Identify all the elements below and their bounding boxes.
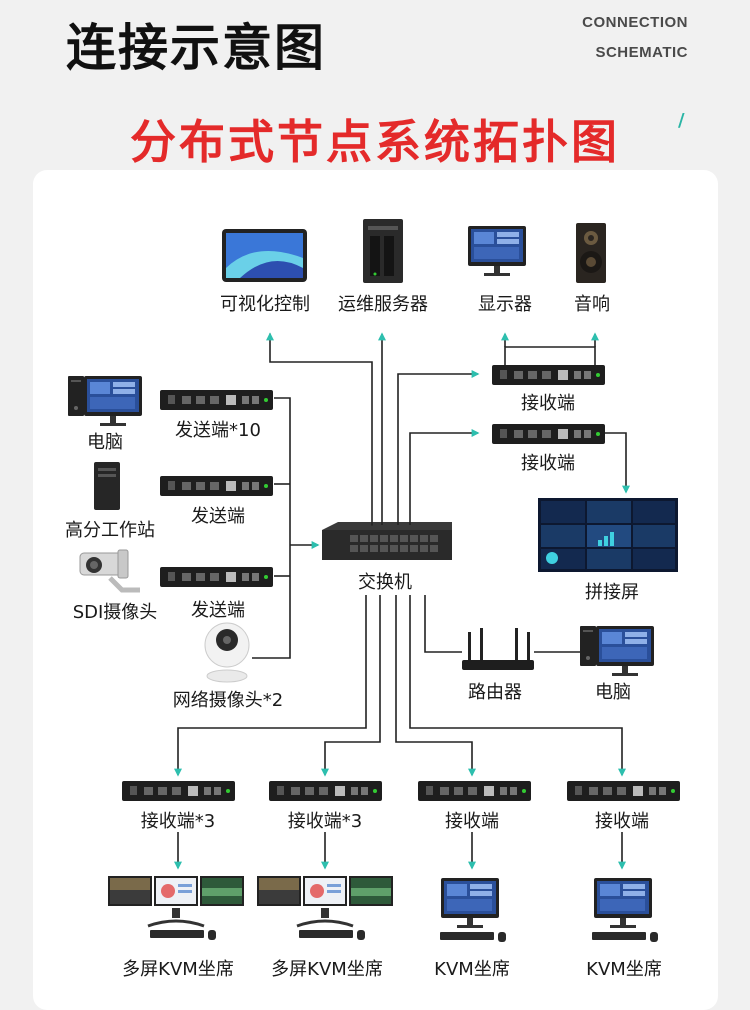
tablet-icon [222,229,307,282]
diagram-card [33,170,718,1010]
label-receiver-b1: 接收端*3 [140,811,216,832]
pc-left-icon [68,376,142,426]
label-seat-b2: 多屏KVM坐席 [271,959,383,980]
label-sender-3: 发送端 [191,600,245,621]
label-seat-b4: KVM坐席 [586,959,662,980]
label-workstation: 高分工作站 [65,520,155,541]
label-router: 路由器 [468,682,522,703]
label-receiver-top1: 接收端 [521,393,575,414]
video-wall-icon [538,498,678,572]
receiver-b1-device [122,781,235,801]
pc-right-icon [580,626,654,676]
seat-b3-icon [440,878,506,942]
label-receiver-b3: 接收端 [445,811,499,832]
net-camera-icon [204,622,250,683]
sender-10-device [160,390,273,410]
label-sender-2: 发送端 [191,506,245,527]
label-receiver-b4: 接收端 [595,811,649,832]
receiver-b4-device [567,781,680,801]
diagram-subtitle: 分布式节点系统拓扑图 [130,115,620,169]
receiver-b2-device [269,781,382,801]
title-en-line1: CONNECTION [582,14,688,31]
speaker-icon [576,223,606,283]
switch-icon [322,522,452,560]
label-computer-left: 电脑 [87,432,123,453]
sdi-camera-icon [79,549,140,593]
receiver-top1-device [492,365,605,385]
sender-2-device [160,476,273,496]
decor-slash: / [678,110,685,131]
label-seat-b3: KVM坐席 [434,959,510,980]
label-ops-server: 运维服务器 [338,294,428,315]
workstation-icon [94,462,120,510]
label-speaker: 音响 [574,294,610,315]
label-seat-b1: 多屏KVM坐席 [122,959,234,980]
label-computer-right: 电脑 [595,682,631,703]
label-visual-control: 可视化控制 [220,294,310,315]
label-video-wall: 拼接屏 [585,582,639,603]
sender-3-device [160,567,273,587]
receiver-top2-device [492,424,605,444]
seat-b2-icon [255,874,395,940]
seat-b4-icon [592,878,658,942]
receiver-b3-device [418,781,531,801]
label-receiver-b2: 接收端*3 [287,811,363,832]
label-switch: 交换机 [358,572,412,593]
server-icon [363,219,403,283]
seat-b1-icon [106,874,246,940]
connection-lines [174,332,630,870]
label-display: 显示器 [478,294,532,315]
label-sdi-camera: SDI摄像头 [72,602,158,623]
label-net-camera: 网络摄像头*2 [172,690,284,711]
label-receiver-top2: 接收端 [521,453,575,474]
title-en-line2: SCHEMATIC [595,44,688,61]
router-icon [462,628,534,670]
display-icon [468,226,526,276]
label-sender-10: 发送端*10 [175,420,261,441]
page-title: 连接示意图 [66,19,326,77]
